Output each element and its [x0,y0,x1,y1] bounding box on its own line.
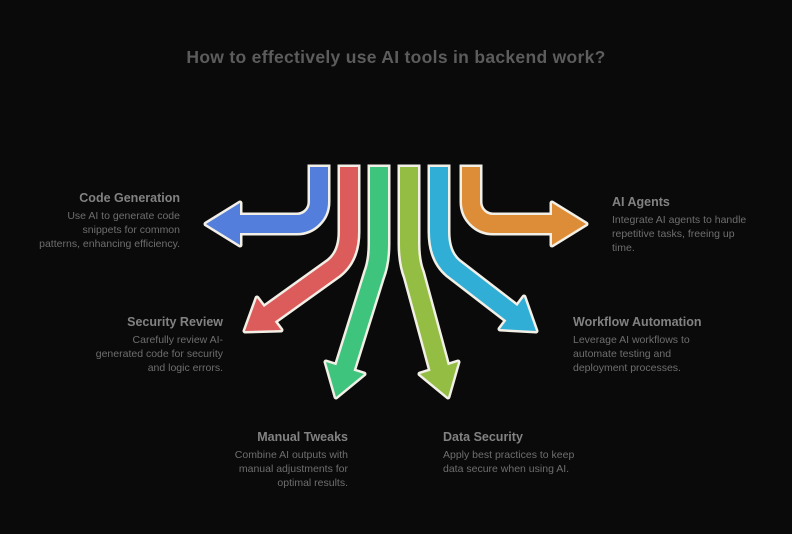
branch-security-review: Security Review Carefully review AI- gen… [53,315,223,375]
arrow-shaft [261,167,358,324]
branch-title: AI Agents [612,195,670,209]
branch-title: Manual Tweaks [257,430,348,444]
arrow-ai-agents [459,164,589,248]
branch-ai-agents: AI Agents Integrate AI agents to handle … [612,195,782,255]
branch-description: Combine AI outputs with manual adjustmen… [234,449,348,489]
arrow-shaft [462,167,554,233]
arrow-shaft [430,167,520,323]
branch-data-security: Data Security Apply best practices to ke… [443,430,613,476]
branch-code-generation: Code Generation Use AI to generate code … [10,191,180,251]
arrow-left-icon [206,203,240,245]
arrow-shaft [335,167,388,374]
arrow-security-review [242,164,361,334]
branch-title: Code Generation [79,191,180,205]
arrow-down-icon [326,362,364,397]
arrow-shaft [238,167,328,233]
branch-description: Use AI to generate code snippets for com… [39,210,180,250]
arrow-manual-tweaks [323,164,391,400]
arrow-data-security [397,164,461,400]
arrow-down-right-icon [500,297,536,331]
arrow-right-icon [552,203,586,245]
branch-workflow-automation: Workflow Automation Leverage AI workflow… [573,315,743,375]
arrow-workflow-automation [427,164,539,334]
branch-description: Apply best practices to keep data secure… [443,449,575,475]
arrow-down-left-icon [245,298,281,331]
branch-title: Data Security [443,430,523,444]
branch-description: Carefully review AI- generated code for … [95,334,223,374]
arrow-code-generation [203,164,331,248]
page-title: How to effectively use AI tools in backe… [186,47,606,67]
branch-title: Workflow Automation [573,315,702,329]
branch-description: Leverage AI workflows to automate testin… [573,334,690,374]
arrow-shaft [400,167,449,374]
branch-manual-tweaks: Manual Tweaks Combine AI outputs with ma… [178,430,348,490]
arrow-down-icon [420,362,458,397]
branch-title: Security Review [127,315,223,329]
branch-description: Integrate AI agents to handle repetitive… [612,214,747,254]
